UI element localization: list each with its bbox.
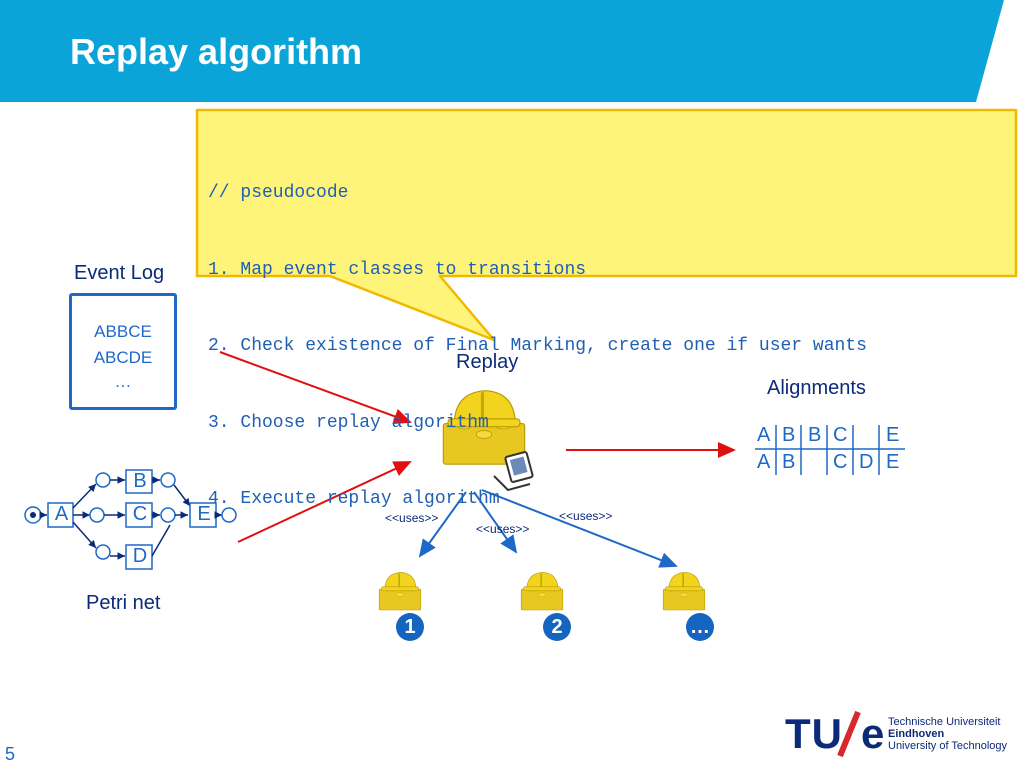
event-log-label: Event Log	[74, 262, 165, 284]
align-top-2: B	[808, 424, 822, 446]
algorithm-badge-2: 2	[543, 613, 571, 641]
align-top-3: C	[833, 424, 848, 446]
alignments-label: Alignments	[767, 377, 866, 399]
replay-worker-icon	[441, 388, 534, 492]
algorithm-badge-3: …	[686, 613, 714, 641]
title-band	[0, 0, 1004, 102]
transition-a-label: A	[54, 503, 69, 525]
slide-title: Replay algorithm	[70, 31, 363, 72]
align-top-5: E	[886, 424, 900, 446]
uses-label-2: <<uses>>	[476, 522, 530, 536]
computer-icon	[493, 451, 534, 492]
trace-ellipsis: …	[114, 372, 132, 391]
align-bottom-5: E	[886, 451, 900, 473]
uses-label-1: <<uses>>	[385, 511, 439, 525]
replay-label: Replay	[456, 351, 519, 373]
pseudocode-line-4: 4. Execute replay algorithm	[208, 489, 500, 509]
pseudocode-line-1: 1. Map event classes to transitions	[208, 259, 587, 280]
align-bottom-3: C	[833, 451, 848, 473]
petri-net-diagram	[24, 469, 237, 570]
align-bottom-0: A	[757, 451, 771, 473]
uses-arrow-2	[473, 491, 518, 554]
align-top-1: B	[782, 424, 796, 446]
uses-arrow-3	[481, 489, 678, 568]
uses-label-3: <<uses>>	[559, 509, 613, 523]
transition-c-label: C	[132, 503, 148, 525]
logo-line-3: University of Technology	[888, 740, 1008, 752]
log-to-replay-arrow	[219, 351, 412, 424]
algorithm-worker-3-icon	[662, 571, 706, 611]
alignment-grid	[755, 425, 905, 475]
event-log-box: ABBCE ABCDE …	[69, 293, 177, 410]
uses-arrow-1	[418, 491, 467, 558]
logo-line-2: Eindhoven	[888, 728, 945, 740]
pseudocode-line-3: 3. Choose replay algorithm	[208, 412, 489, 433]
algorithm-worker-2-icon	[520, 571, 564, 611]
pseudocode-text: // pseudocode 1. Map event classes to tr…	[208, 130, 867, 538]
align-top-0: A	[757, 424, 771, 446]
pseudocode-line-2: 2. Check existence of Final Marking, cre…	[208, 336, 867, 356]
transition-b-label: B	[133, 470, 147, 492]
algorithm-badge-1: 1	[396, 613, 424, 641]
algorithm-worker-1-icon	[378, 571, 422, 611]
align-bottom-1: B	[782, 451, 796, 473]
petri-net-label: Petri net	[86, 592, 161, 614]
transition-e-label: E	[197, 503, 211, 525]
trace-1: ABBCE	[94, 322, 152, 341]
alignment-table: A B B C E A B C D E	[755, 424, 905, 476]
net-to-replay-arrow	[237, 461, 412, 543]
logo-line-1: Technische Universiteit	[888, 716, 1001, 728]
pseudocode-line-0: // pseudocode	[208, 183, 349, 203]
align-bottom-4: D	[859, 451, 874, 473]
transition-d-label: D	[132, 545, 148, 567]
trace-2: ABCDE	[93, 348, 153, 367]
pseudocode-callout	[195, 108, 1018, 342]
tue-slash	[837, 710, 861, 758]
page-number: 5	[5, 744, 16, 764]
